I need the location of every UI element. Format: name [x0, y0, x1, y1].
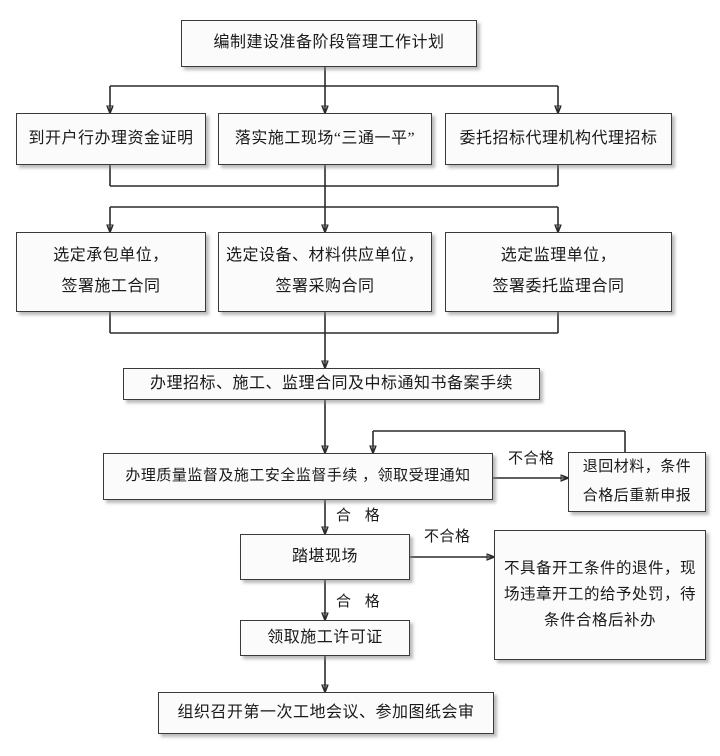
- node-n5-line-1: 办理质量监督及施工安全监督手续 ，领取受理通知: [125, 467, 471, 484]
- node-n7[interactable]: 领取施工许可证: [240, 620, 410, 656]
- node-n3b-line-1: 选定设备、材料供应单位，: [225, 247, 424, 265]
- node-n6r-line-2: 场违章开工的给予处罚，待: [503, 585, 696, 603]
- node-n4-line-1: 办理招标、施工、监理合同及中标通知书备案手续: [149, 374, 513, 392]
- node-n3a[interactable]: 选定承包单位， 签署施工合同: [16, 232, 206, 312]
- node-n2a[interactable]: 到开户行办理资金证明: [16, 113, 206, 165]
- node-n6-line-1: 踏堪现场: [291, 547, 358, 565]
- node-n5r[interactable]: 退回材料，条件 合格后重新申报: [568, 452, 706, 512]
- node-n2b[interactable]: 落实施工现场“三通一平”: [218, 113, 432, 165]
- node-n5[interactable]: 办理质量监督及施工安全监督手续 ，领取受理通知: [103, 453, 493, 500]
- node-n5r-line-1: 退回材料，条件: [582, 458, 692, 475]
- edge-label-bu-he-ge-1: 不合格: [508, 451, 555, 467]
- node-n8-line-1: 组织召开第一次工地会议、参加图纸会审: [177, 703, 475, 721]
- node-n6[interactable]: 踏堪现场: [240, 534, 410, 580]
- node-n7-line-1: 领取施工许可证: [267, 628, 383, 646]
- node-n4[interactable]: 办理招标、施工、监理合同及中标通知书备案手续: [123, 368, 540, 400]
- node-n3a-line-1: 选定承包单位，: [53, 247, 169, 265]
- node-n5r-line-2: 合格后重新申报: [582, 488, 692, 504]
- node-n2c-line-1: 委托招标代理机构代理招标: [459, 129, 658, 147]
- node-n3b[interactable]: 选定设备、材料供应单位， 签署采购合同: [218, 232, 432, 312]
- node-n3c-line-1: 选定监理单位，: [500, 247, 617, 265]
- node-n3a-line-2: 签署施工合同: [61, 278, 161, 295]
- node-n2b-line-1: 落实施工现场“三通一平”: [234, 129, 416, 147]
- node-n6r-line-1: 不具备开工条件的退件，现: [503, 559, 696, 577]
- node-n6r[interactable]: 不具备开工条件的退件，现 场违章开工的给予处罚，待 条件合格后补办: [494, 530, 706, 660]
- node-n3b-line-2: 签署采购合同: [275, 278, 375, 295]
- node-n1[interactable]: 编制建设准备阶段管理工作计划: [181, 20, 477, 67]
- node-n2a-line-1: 到开户行办理资金证明: [28, 129, 194, 147]
- node-n2c[interactable]: 委托招标代理机构代理招标: [445, 113, 672, 165]
- node-n8[interactable]: 组织召开第一次工地会议、参加图纸会审: [158, 692, 494, 734]
- edge-label-he-ge-1: 合 格: [336, 508, 385, 524]
- node-n1-line-1: 编制建设准备阶段管理工作计划: [213, 34, 445, 52]
- node-n6r-line-3: 条件合格后补办: [543, 612, 656, 629]
- node-n3c-line-2: 签署委托监理合同: [492, 278, 625, 295]
- edge-label-he-ge-2: 合 格: [336, 594, 385, 610]
- node-n3c[interactable]: 选定监理单位， 签署委托监理合同: [445, 232, 672, 312]
- edge-label-bu-he-ge-2: 不合格: [424, 529, 471, 545]
